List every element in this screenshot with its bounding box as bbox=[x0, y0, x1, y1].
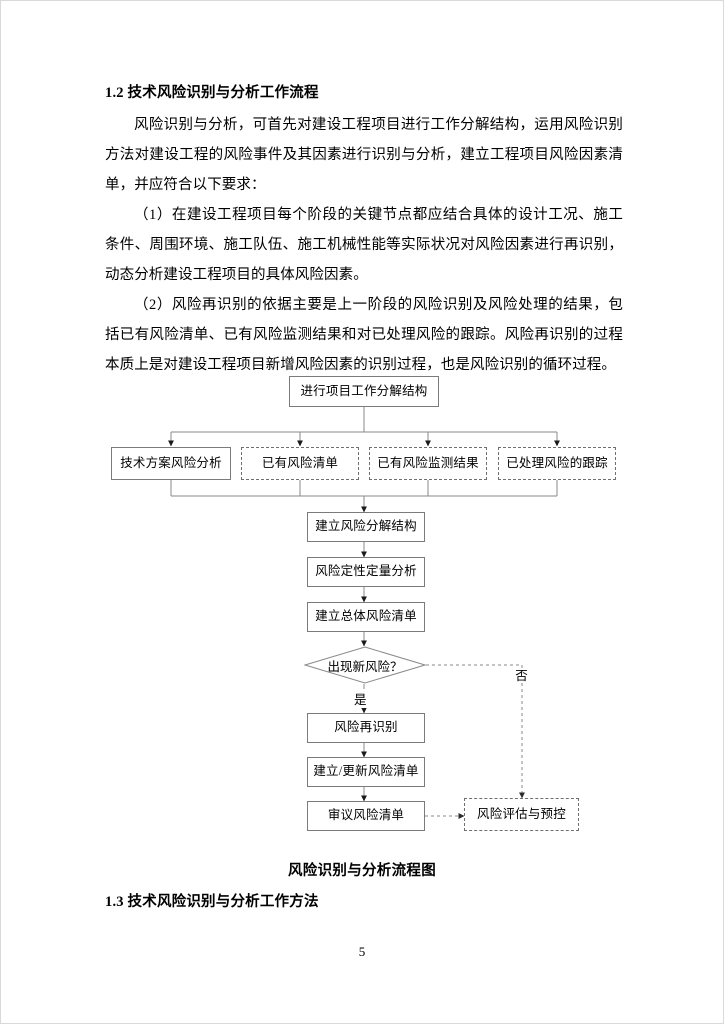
branch-label-yes: 是 bbox=[353, 689, 368, 708]
flow-node-wbs: 进行项目工作分解结构 bbox=[289, 376, 439, 407]
flow-node-assess-control: 风险评估与预控 bbox=[464, 798, 579, 831]
flow-node-tech-scheme: 技术方案风险分析 bbox=[111, 447, 231, 480]
flow-node-re-identify: 风险再识别 bbox=[307, 713, 425, 743]
section-heading-1-3: 1.3 技术风险识别与分析工作方法 bbox=[105, 894, 319, 910]
body-text-column: 1.2 技术风险识别与分析工作流程 风险识别与分析，可首先对建设工程项目进行工作… bbox=[105, 83, 623, 380]
flow-node-qualitative-quantitative: 风险定性定量分析 bbox=[307, 557, 425, 587]
flow-node-rbs: 建立风险分解结构 bbox=[307, 512, 425, 542]
paragraph-item-2: （2）风险再识别的依据主要是上一阶段的风险识别及风险处理的结果，包括已有风险清单… bbox=[105, 297, 623, 373]
paragraph-intro: 风险识别与分析，可首先对建设工程项目进行工作分解结构，运用风险识别方法对建设工程… bbox=[105, 117, 623, 193]
diamond-shape bbox=[304, 646, 426, 684]
paragraph-item-1: （1）在建设工程项目每个阶段的关键节点都应结合具体的设计工况、施工条件、周围环境… bbox=[105, 207, 623, 283]
flow-node-review-list: 审议风险清单 bbox=[307, 801, 425, 831]
flow-node-overall-list: 建立总体风险清单 bbox=[307, 602, 425, 632]
branch-label-no: 否 bbox=[511, 669, 530, 682]
flow-node-update-list: 建立/更新风险清单 bbox=[307, 757, 425, 787]
flow-node-handled-track: 已处理风险的跟踪 bbox=[498, 447, 616, 480]
flow-node-monitor-result: 已有风险监测结果 bbox=[369, 447, 487, 480]
section-heading-1-2: 1.2 技术风险识别与分析工作流程 bbox=[105, 85, 319, 101]
figure-caption: 风险识别与分析流程图 bbox=[288, 863, 436, 879]
decision-label: 出现新风险？ bbox=[327, 659, 403, 674]
flow-node-decision-new-risk: 出现新风险？ bbox=[304, 646, 426, 684]
flow-node-existing-list: 已有风险清单 bbox=[241, 447, 359, 480]
page-number: 5 bbox=[358, 944, 366, 959]
